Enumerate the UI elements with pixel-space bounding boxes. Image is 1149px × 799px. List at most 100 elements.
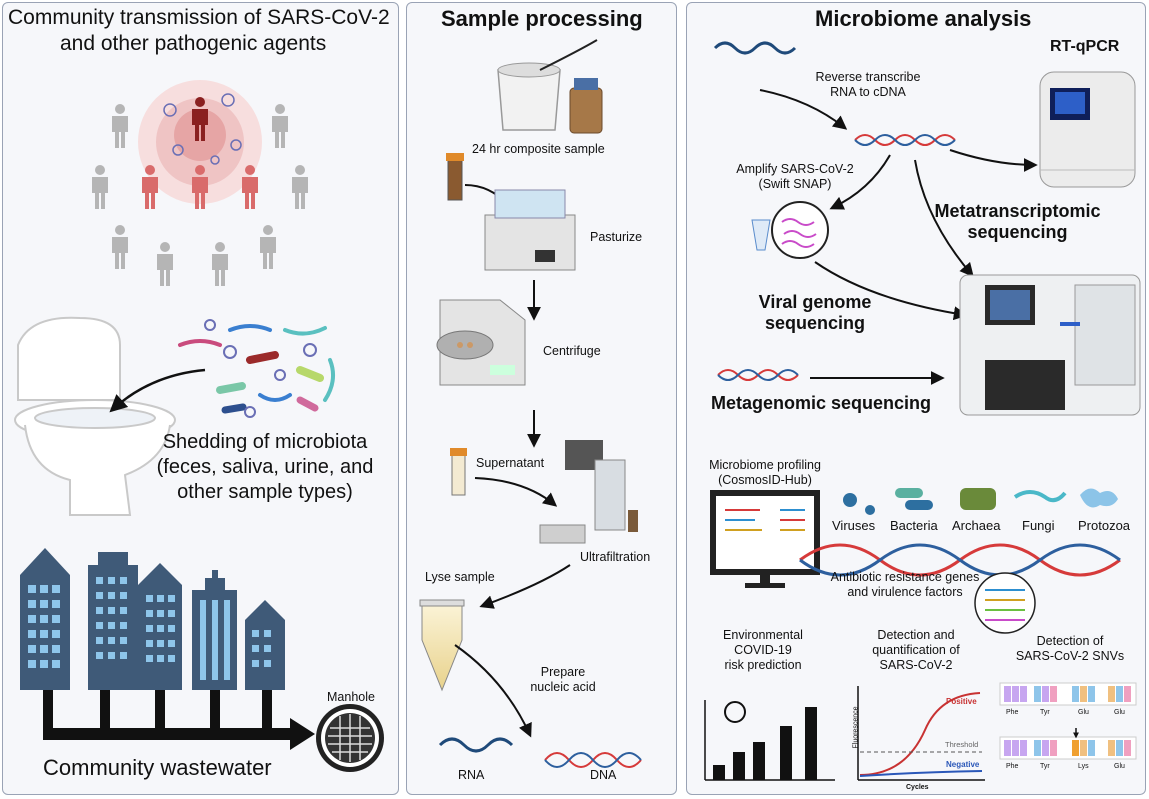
pcr-tube-icon xyxy=(751,201,829,259)
protozoa-icon xyxy=(1080,488,1118,508)
to-amplify-arrow xyxy=(829,154,891,210)
manhole-label: Manhole xyxy=(327,690,375,704)
risk-prediction-chart xyxy=(704,700,835,781)
env-line1: Environmental xyxy=(723,628,803,642)
amr-genes-icon xyxy=(974,572,1036,634)
ultrafiltration-label: Ultrafiltration xyxy=(580,550,651,564)
microbe-label-archaea: Archaea xyxy=(952,518,1001,533)
to-rtqpcr-arrow xyxy=(949,149,1038,172)
microbiota-cluster-icon xyxy=(178,319,336,418)
transmission-title-line1: Community transmission of SARS-CoV-2 xyxy=(8,6,390,29)
healthy-person-icon xyxy=(260,225,276,269)
viral-line1: Viral genome xyxy=(758,292,872,312)
qpcr-negative-label: Negative xyxy=(946,760,980,769)
snv-aa-top-2: Glu xyxy=(1078,709,1089,716)
healthy-person-icon xyxy=(112,225,128,269)
long-dna-helix-icon xyxy=(799,543,1121,577)
viral-genome-arrow xyxy=(814,261,968,321)
rna-input-icon xyxy=(713,41,797,55)
building-windows xyxy=(28,577,271,680)
positive-curve xyxy=(859,692,981,776)
lyse-label: Lyse sample xyxy=(425,570,495,584)
snv-line1: Detection of xyxy=(1036,634,1104,648)
amplify-line2: (Swift SNAP) xyxy=(758,177,832,191)
manhole-icon xyxy=(316,704,384,772)
to-metatranscriptomic-arrow xyxy=(914,159,974,278)
snv-aa-bottom-1: Tyr xyxy=(1040,763,1050,770)
microbe-label-protozoa: Protozoa xyxy=(1078,518,1131,533)
shedding-line3: other sample types) xyxy=(177,481,353,503)
snv-aa-bottom-2: Lys xyxy=(1078,763,1089,770)
snv-aa-bottom-3: Glu xyxy=(1114,763,1125,770)
healthy-person-icon xyxy=(92,165,108,209)
rtqpcr-label: RT-qPCR xyxy=(1050,38,1120,55)
shedding-line1: Shedding of microbiota xyxy=(162,431,368,453)
profiling-line1: Microbiome profiling xyxy=(709,458,821,472)
snv-aa-bottom-0: Phe xyxy=(1006,763,1019,770)
to-lyse-arrow xyxy=(479,564,571,609)
sample-bottle-icon xyxy=(569,78,603,134)
healthy-person-icon xyxy=(112,104,128,148)
sewer-pipes xyxy=(43,690,315,750)
to-nucleic-acid-arrow xyxy=(454,644,532,738)
healthy-person-icon xyxy=(157,242,173,286)
metatrans-line1: Metatranscriptomic xyxy=(934,201,1101,221)
det-line1: Detection and xyxy=(877,628,955,642)
reverse-transcribe-arrow xyxy=(759,89,848,130)
toilet-icon xyxy=(14,316,176,516)
qpcr-xlabel: Cycles xyxy=(906,784,929,791)
qpcr-ylabel: Fluorescence xyxy=(852,706,860,749)
qpcr-threshold-label: Threshold xyxy=(945,740,979,749)
prepare-line2: nucleic acid xyxy=(530,680,596,694)
qpcr-curve-chart xyxy=(857,686,985,781)
sequencer-icon xyxy=(959,274,1141,416)
cdna-helix-icon xyxy=(854,134,956,146)
metagenomic-label: Metagenomic sequencing xyxy=(711,393,932,413)
supernatant-label: Supernatant xyxy=(476,456,545,470)
shedding-arrow xyxy=(109,368,206,413)
profiling-line2: (CosmosID-Hub) xyxy=(718,473,812,487)
microbe-label-fungi: Fungi xyxy=(1022,518,1055,533)
amplify-line1: Amplify SARS-CoV-2 xyxy=(736,162,854,176)
reverse-line2: RNA to cDNA xyxy=(830,85,906,99)
prepare-line1: Prepare xyxy=(540,665,586,679)
metagenomic-dna-icon xyxy=(717,369,799,381)
env-line3: risk prediction xyxy=(724,658,802,672)
pasturize-label: Pasturize xyxy=(590,230,643,244)
virus-particles-icon xyxy=(163,93,242,165)
lysis-tube-icon xyxy=(419,599,465,692)
healthy-person-icon xyxy=(272,104,288,148)
snv-aa-top-0: Phe xyxy=(1006,709,1019,716)
archaea-icon xyxy=(960,488,996,510)
ultrafiltration-device-icon xyxy=(539,440,638,544)
qpcr-positive-label: Positive xyxy=(946,697,977,706)
virus-icon xyxy=(843,493,875,515)
rna-strand-icon xyxy=(438,737,514,753)
amr-line1: Antibiotic resistance genes xyxy=(830,570,980,584)
centrifuge-icon xyxy=(436,299,526,386)
snv-aa-top-3: Glu xyxy=(1114,709,1125,716)
wastewater-label: Community wastewater xyxy=(43,755,272,780)
monitor-icon xyxy=(710,490,820,588)
metatrans-line2: sequencing xyxy=(967,222,1068,242)
dna-helix-icon xyxy=(544,752,642,768)
infection-circles xyxy=(138,80,262,204)
env-line2: COVID-19 xyxy=(734,643,792,657)
microbe-label-viruses: Viruses xyxy=(832,518,876,533)
transmission-title-line2: and other pathogenic agents xyxy=(60,32,327,55)
snv-aa-top-1: Tyr xyxy=(1040,709,1050,716)
microbiome-analysis-title: Microbiome analysis xyxy=(815,6,1032,31)
sample-processing-title: Sample processing xyxy=(441,6,643,31)
dna-label: DNA xyxy=(590,768,617,782)
amr-line2: and virulence factors xyxy=(847,585,963,599)
water-bath-icon xyxy=(484,189,576,271)
healthy-person-icon xyxy=(292,165,308,209)
reverse-line1: Reverse transcribe xyxy=(815,70,921,84)
healthy-person-icon xyxy=(212,242,228,286)
supernatant-tube-icon xyxy=(450,448,467,496)
snv-line2: SARS-CoV-2 SNVs xyxy=(1015,649,1125,663)
centrifuge-label: Centrifuge xyxy=(543,344,601,358)
tube-icon xyxy=(446,153,464,201)
shedding-line2: (feces, saliva, urine, and xyxy=(156,456,374,478)
